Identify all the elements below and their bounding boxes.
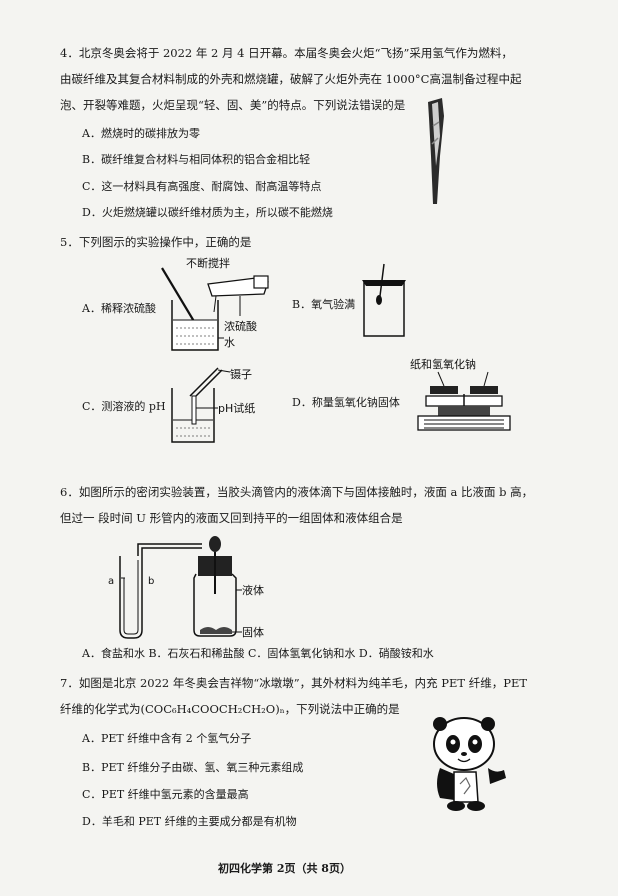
q5-stem: 5．下列图示的实验操作中，正确的是 (60, 235, 252, 249)
mascot-image (433, 717, 506, 811)
liquid-label: 液体 (242, 583, 264, 597)
q4-option-a: A．燃烧时的碳排放为零 (82, 127, 200, 140)
q7-option-d: D．羊毛和 PET 纤维的主要成分都是有机物 (82, 815, 297, 828)
solid-label: 固体 (242, 625, 264, 639)
figure-balance: 纸和氢氧化钠 (410, 357, 511, 431)
figure-ph-test: 镊子 pH试纸 (171, 367, 255, 443)
q7-stem-line-2: 纤维的化学式为(COC₆H₄COOCH₂CH₂O)ₙ，下列说法中正确的是 (60, 702, 400, 716)
q6-options: A．食盐和水 B．石灰石和稀盐酸 C．固体氢氧化钠和水 D．硝酸铵和水 (82, 647, 434, 660)
q7-option-a: A．PET 纤维中含有 2 个氢气分子 (82, 732, 252, 745)
q6-stem-line-1: 6．如图所示的密闭实验装置，当胶头滴管内的液体滴下与固体接触时，液面 a 比液面… (60, 485, 534, 499)
q5-option-b: B．氧气验满 (292, 298, 356, 311)
q4-stem-line-3: 泡、开裂等难题，火炬呈现“轻、固、美”的特点。下列说法错误的是 (60, 98, 406, 112)
level-a-label: a (108, 576, 114, 587)
acid-label: 浓硫酸 (224, 319, 257, 333)
q4-option-d: D．火炬燃烧罐以碳纤维材质为主，所以碳不能燃烧 (82, 206, 333, 219)
q4-stem-line-1: 4．北京冬奥会将于 2022 年 2 月 4 日开幕。本届冬奥会火炬“飞扬”采用… (60, 46, 513, 60)
q4-stem-line-2: 由碳纤维及其复合材料制成的外壳和燃烧罐，破解了火炬外壳在 1000°C高温制备过… (60, 72, 522, 86)
q4-option-c: C．这一材料具有高强度、耐腐蚀、耐高温等特点 (82, 180, 322, 193)
q6-stem-line-2: 但过一 段时间 U 形管内的液面又回到持平的一组固体和液体组合是 (60, 511, 403, 525)
figure-oxygen-test (362, 263, 406, 337)
q5-option-d: D．称量氢氧化钠固体 (292, 396, 400, 409)
figure-u-tube-apparatus: a b 液体 固体 (108, 536, 264, 639)
q7-option-c: C．PET 纤维中氢元素的含量最高 (82, 788, 249, 801)
q5-option-a: A．稀释浓硫酸 (82, 302, 156, 315)
stir-label: 不断搅拌 (186, 256, 230, 270)
level-b-label: b (148, 576, 154, 587)
figure-dilute-acid: 不断搅拌 浓硫酸 水 (161, 256, 269, 351)
page-footer: 初四化学第 2页（共 8页） (218, 862, 351, 875)
q4-option-b: B．碳纤维复合材料与相同体积的铝合金相比轻 (82, 153, 311, 166)
balance-label: 纸和氢氧化钠 (410, 357, 476, 371)
torch-image (428, 98, 444, 204)
ph-paper-label: pH试纸 (218, 402, 255, 415)
tweezers-label: 镊子 (230, 368, 252, 381)
q7-option-b: B．PET 纤维分子由碳、氢、氧三种元素组成 (82, 761, 304, 774)
q7-stem-line-1: 7．如图是北京 2022 年冬奥会吉祥物“冰墩墩”，其外材料为纯羊毛，内充 PE… (60, 676, 528, 690)
q5-option-c: C．测溶液的 pH (82, 400, 166, 413)
water-label: 水 (224, 336, 235, 349)
